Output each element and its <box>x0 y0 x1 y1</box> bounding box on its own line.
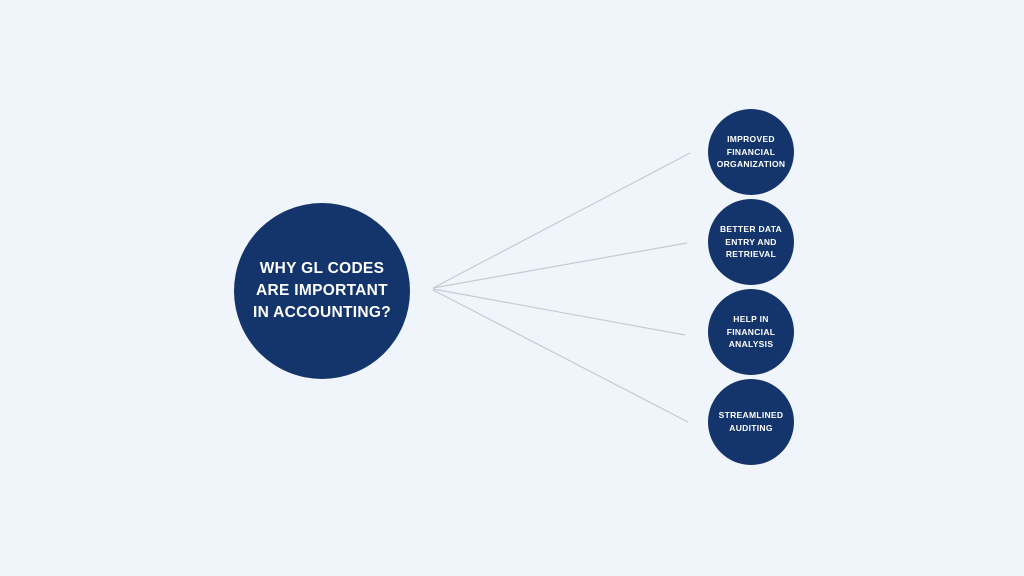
branch-label: BETTER DATA ENTRY AND RETRIEVAL <box>719 223 782 260</box>
connector-line-streamlined-auditing <box>432 289 689 423</box>
branch-node-help-in-financial-analysis: HELP IN FINANCIAL ANALYSIS <box>708 289 794 375</box>
central-topic-label: WHY GL CODES ARE IMPORTANT IN ACCOUNTING… <box>253 260 391 321</box>
connector-line-better-data-entry <box>432 242 688 289</box>
branch-label: STREAMLINED AUDITING <box>718 410 784 433</box>
branch-label: IMPROVED FINANCIAL ORGANIZATION <box>716 133 786 170</box>
branch-node-better-data-entry-and-retrieval: BETTER DATA ENTRY AND RETRIEVAL <box>708 199 794 285</box>
central-topic-node: WHY GL CODES ARE IMPORTANT IN ACCOUNTING… <box>234 203 410 379</box>
branch-label: HELP IN FINANCIAL ANALYSIS <box>726 313 776 350</box>
branch-node-streamlined-auditing: STREAMLINED AUDITING <box>708 379 794 465</box>
connector-line-improved-financial-organization <box>432 152 691 289</box>
connector-line-help-in-financial-analysis <box>432 288 686 336</box>
branch-node-improved-financial-organization: IMPROVED FINANCIAL ORGANIZATION <box>708 109 794 195</box>
